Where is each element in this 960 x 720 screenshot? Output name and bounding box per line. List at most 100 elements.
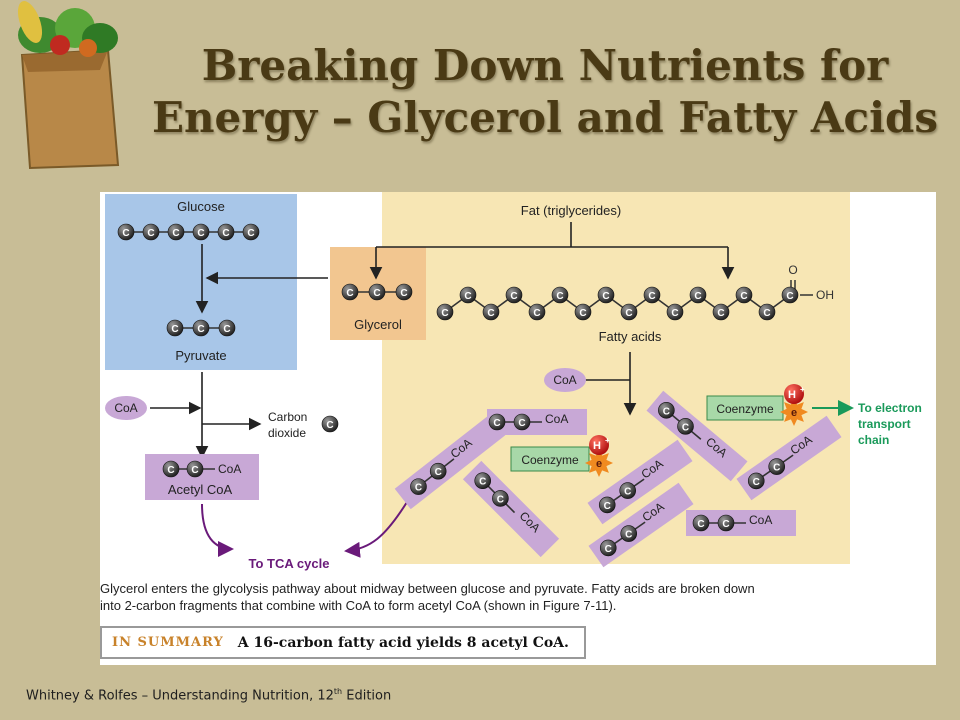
etc-label-line-1: To electron bbox=[858, 401, 922, 415]
carbon-atom: C bbox=[192, 319, 210, 337]
svg-text:C: C bbox=[625, 530, 632, 541]
h-charge: + bbox=[800, 385, 805, 394]
carbon-atom: C bbox=[482, 303, 500, 321]
svg-text:C: C bbox=[191, 465, 198, 476]
carbon-atom: C bbox=[341, 283, 359, 301]
slide-title: Breaking Down Nutrients for Energy – Gly… bbox=[150, 40, 940, 144]
svg-text:C: C bbox=[171, 324, 178, 335]
carbon-atom: C bbox=[166, 319, 184, 337]
svg-text:C: C bbox=[147, 228, 154, 239]
carbon-atom: C bbox=[528, 303, 546, 321]
svg-text:C: C bbox=[604, 501, 611, 512]
carbon-atom: C bbox=[717, 514, 735, 532]
figure: Glucose Pyruvate Glycerol Fat (triglycer… bbox=[100, 192, 936, 665]
svg-text:C: C bbox=[663, 406, 670, 417]
svg-text:C: C bbox=[648, 291, 655, 302]
carbon-atom: C bbox=[474, 472, 492, 490]
svg-text:C: C bbox=[400, 288, 407, 299]
e-label: e bbox=[596, 458, 602, 470]
caption-line-1: Glycerol enters the glycolysis pathway a… bbox=[100, 581, 755, 596]
svg-text:C: C bbox=[373, 288, 380, 299]
svg-text:C: C bbox=[510, 291, 517, 302]
carbon-atom: C bbox=[574, 303, 592, 321]
hydrogen-electron-badge: H+e bbox=[585, 435, 613, 477]
carbon-atom: C bbox=[513, 413, 531, 431]
carbon-atom: C bbox=[619, 482, 637, 499]
carbon-dioxide-label-line-2: dioxide bbox=[268, 426, 306, 440]
credit-superscript: th bbox=[333, 687, 343, 696]
fat-breakdown-diagram: Glucose Pyruvate Glycerol Fat (triglycer… bbox=[105, 192, 922, 571]
oxygen-label: O bbox=[788, 263, 797, 277]
coenzyme-label: Coenzyme bbox=[521, 453, 579, 467]
svg-text:C: C bbox=[602, 291, 609, 302]
svg-text:C: C bbox=[763, 308, 770, 319]
coa-oval bbox=[105, 396, 147, 420]
svg-text:C: C bbox=[579, 308, 586, 319]
svg-text:C: C bbox=[441, 308, 448, 319]
carbon-atom: C bbox=[505, 286, 523, 304]
h-charge: + bbox=[605, 436, 610, 445]
title-line-1: Breaking Down Nutrients for bbox=[201, 41, 889, 90]
oh-label: OH bbox=[816, 288, 834, 302]
coa-oval bbox=[544, 368, 586, 392]
svg-text:C: C bbox=[717, 308, 724, 319]
tca-arrow-from-fatty-acids bbox=[344, 501, 408, 558]
credit-prefix: Whitney & Rolfes – Understanding Nutriti… bbox=[26, 688, 334, 704]
coa-label: CoA bbox=[218, 462, 241, 476]
carbon-atom: C bbox=[142, 223, 160, 241]
carbon-atom: C bbox=[666, 303, 684, 321]
carbon-atom: C bbox=[117, 223, 135, 241]
carbon-atom: C bbox=[692, 514, 710, 532]
svg-text:C: C bbox=[435, 467, 442, 478]
svg-text:C: C bbox=[167, 465, 174, 476]
carbon-atom: C bbox=[218, 319, 236, 337]
carbon-atom: C bbox=[620, 303, 638, 321]
svg-text:C: C bbox=[671, 308, 678, 319]
coenzyme-box bbox=[706, 395, 784, 421]
svg-text:C: C bbox=[479, 477, 486, 488]
etc-label-line-2: transport bbox=[858, 417, 911, 431]
svg-text:C: C bbox=[682, 422, 689, 433]
carbon-atom: C bbox=[658, 401, 675, 419]
svg-text:C: C bbox=[786, 291, 793, 302]
svg-text:C: C bbox=[247, 228, 254, 239]
carbon-atom: C bbox=[429, 462, 447, 480]
svg-text:C: C bbox=[753, 477, 760, 488]
coenzyme-label: Coenzyme bbox=[716, 402, 774, 416]
hydrogen-electron-badge: H+e bbox=[780, 384, 808, 426]
svg-text:C: C bbox=[697, 519, 704, 530]
tca-label: To TCA cycle bbox=[249, 556, 330, 571]
svg-text:C: C bbox=[518, 418, 525, 429]
svg-text:C: C bbox=[346, 288, 353, 299]
acetyl-coa-box bbox=[145, 454, 259, 500]
carbon-atom: C bbox=[643, 286, 661, 304]
grocery-bag-logo bbox=[17, 1, 120, 170]
pathway-arrows bbox=[150, 222, 735, 459]
fatty-acids-label: Fatty acids bbox=[599, 329, 662, 344]
carbon-atom: C bbox=[620, 525, 638, 542]
svg-text:C: C bbox=[197, 324, 204, 335]
svg-text:C: C bbox=[722, 519, 729, 530]
carbon-atom: C bbox=[747, 472, 765, 490]
caption-line-2: into 2-carbon fragments that combine wit… bbox=[100, 598, 617, 613]
carbon-atom: C bbox=[410, 478, 427, 495]
svg-text:C: C bbox=[464, 291, 471, 302]
summary-label: IN SUMMARY bbox=[112, 635, 224, 650]
coa-oval-label: CoA bbox=[114, 401, 137, 415]
source-credit: Whitney & Rolfes – Understanding Nutriti… bbox=[26, 687, 391, 703]
carbon-atom: C bbox=[186, 460, 204, 478]
carbon-atom: C bbox=[712, 303, 730, 321]
carbon-atom: C bbox=[758, 303, 776, 321]
svg-text:C: C bbox=[172, 228, 179, 239]
carbon-atom: C bbox=[689, 286, 707, 304]
carbon-atom: C bbox=[492, 490, 509, 507]
carbon-atom: C bbox=[768, 458, 786, 475]
svg-text:C: C bbox=[122, 228, 129, 239]
carbon-atom: C bbox=[167, 223, 185, 241]
carbon-atom: C bbox=[192, 223, 210, 241]
carbon-atom: C bbox=[395, 283, 413, 301]
e-label: e bbox=[791, 407, 797, 419]
carbon-atom: C bbox=[677, 418, 694, 435]
carbon-atom: C bbox=[436, 303, 454, 321]
